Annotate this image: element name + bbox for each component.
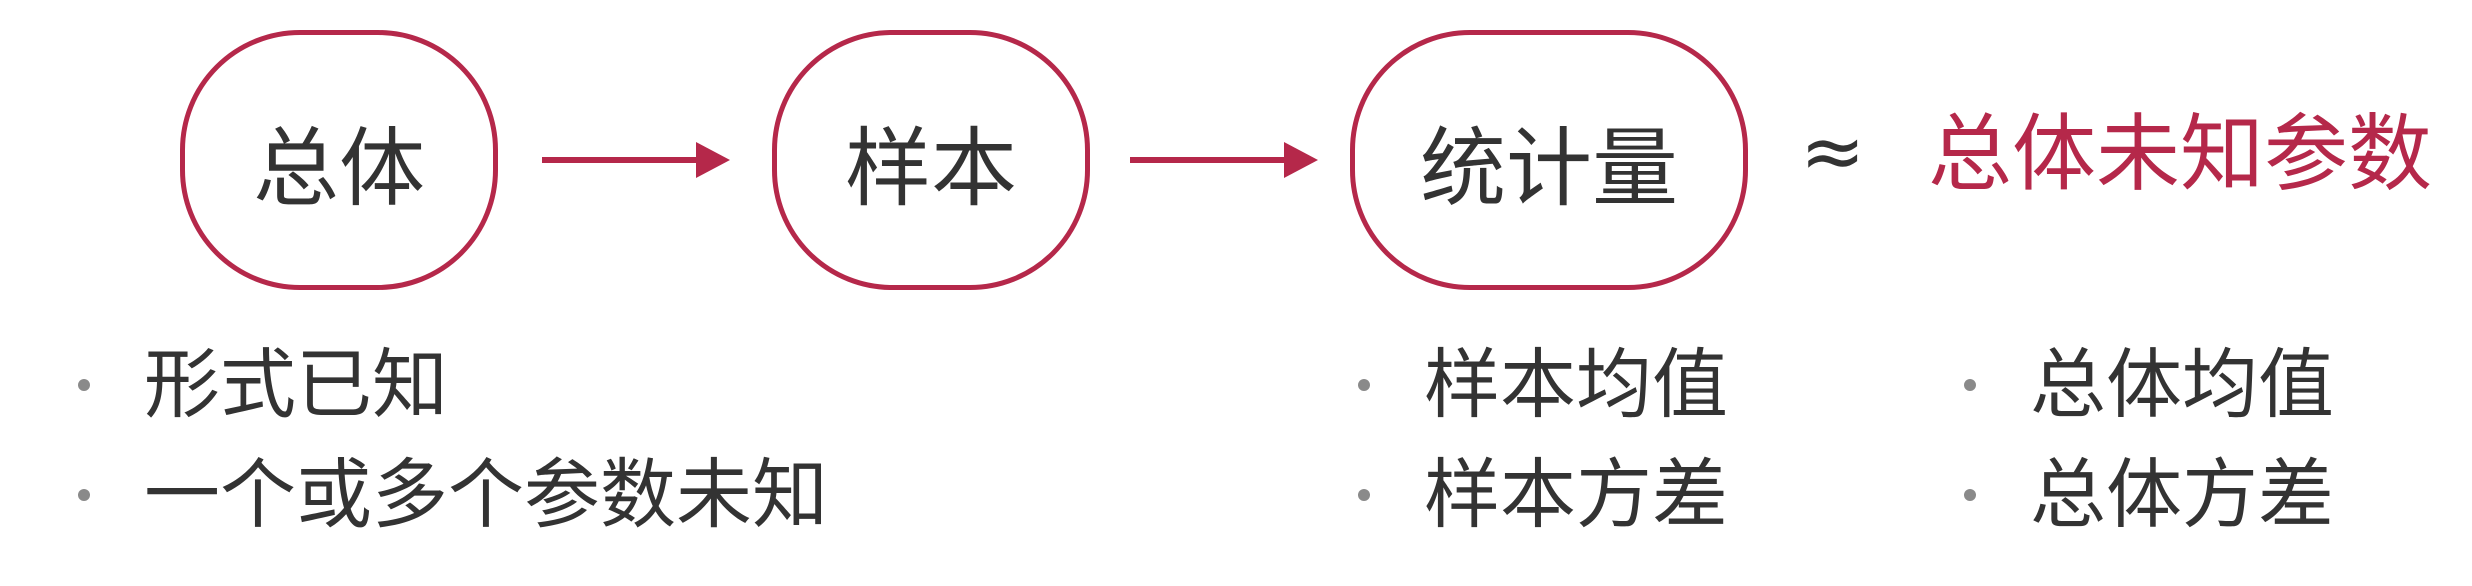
bullet-dot-icon [1964,379,1976,391]
parameter-examples-list: 总体均值 总体方差 [1960,330,2334,550]
node-sample: 样本 [772,30,1090,290]
arrow-shaft [542,157,698,163]
statistic-examples-list: 样本均值 样本方差 [1354,330,1728,550]
list-item: 形式已知 [74,330,828,440]
target-unknown-parameters: 总体未知参数 [1928,105,2433,203]
list-item-text: 样本均值 [1424,340,1728,429]
bullet-dot-icon [78,379,90,391]
list-item-text: 总体方差 [2030,450,2334,539]
arrow-shaft [1130,157,1286,163]
list-item: 总体方差 [1960,440,2334,550]
node-statistic-label: 统计量 [1420,118,1678,219]
list-item: 样本均值 [1354,330,1728,440]
node-population-label: 总体 [253,118,425,219]
bullet-dot-icon [78,489,90,501]
bullet-dot-icon [1358,379,1370,391]
bullet-dot-icon [1358,489,1370,501]
arrow-head-icon [696,142,730,178]
list-item: 总体均值 [1960,330,2334,440]
list-item-text: 一个或多个参数未知 [144,450,828,539]
list-item-text: 总体均值 [2030,340,2334,429]
list-item: 一个或多个参数未知 [74,440,828,550]
node-statistic: 统计量 [1350,30,1748,290]
list-item-text: 形式已知 [144,340,448,429]
node-population: 总体 [180,30,498,290]
node-sample-label: 样本 [845,118,1017,219]
population-properties-list: 形式已知 一个或多个参数未知 [74,330,828,550]
arrow-head-icon [1284,142,1318,178]
arrow-population-to-sample [542,142,730,178]
bullet-dot-icon [1964,489,1976,501]
approx-symbol: ≈ [1800,107,1866,197]
list-item-text: 样本方差 [1424,450,1728,539]
list-item: 样本方差 [1354,440,1728,550]
arrow-sample-to-statistic [1130,142,1318,178]
